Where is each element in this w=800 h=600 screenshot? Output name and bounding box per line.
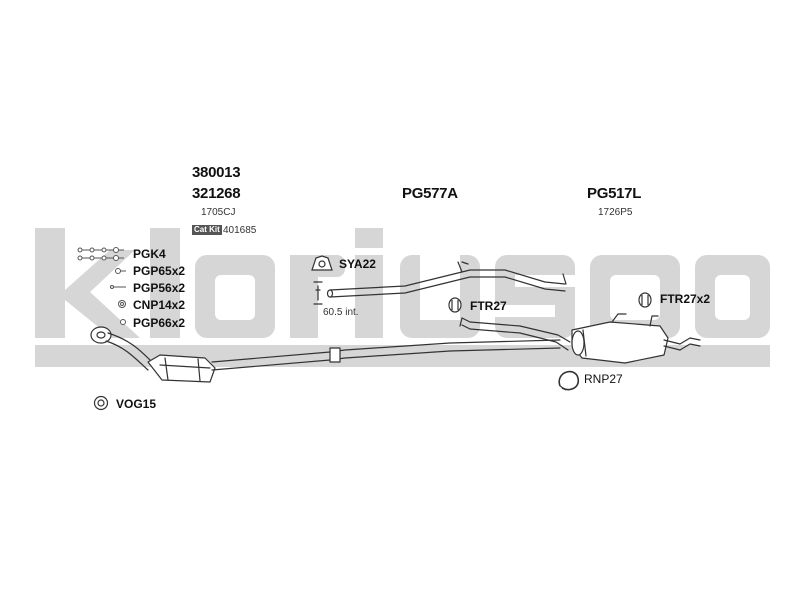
part-label-ftr27x2: FTR27x2 — [660, 292, 711, 306]
front-downpipe — [105, 332, 153, 371]
part-label-vog15: VOG15 — [116, 397, 157, 411]
header-code-1: 380013 — [192, 164, 241, 181]
rear-silencer-code: PG517L — [587, 185, 642, 202]
diameter-marker — [313, 281, 323, 305]
diameter-label: 60.5 int. — [323, 307, 359, 318]
header-code-3: 1705CJ — [201, 207, 236, 218]
intermediate-pipe — [211, 339, 561, 371]
pin-icon — [110, 285, 126, 289]
part-label-ftr27: FTR27 — [470, 299, 507, 313]
fitting-label-pgp65: PGP65x2 — [133, 264, 186, 278]
fitting-label-pgp56: PGP56x2 — [133, 281, 186, 295]
rubber-mount-icon — [448, 297, 462, 313]
bolt-icon — [115, 268, 126, 274]
center-pipe — [326, 261, 567, 298]
clamp-ring-icon — [558, 370, 580, 391]
small-bolt-icon — [120, 319, 126, 325]
rubber-mount-icon-2 — [638, 292, 652, 308]
bolt-kit-icon — [77, 247, 124, 261]
mounting-bracket-icon — [311, 255, 333, 271]
catkit-badge: Cat Kit — [192, 225, 222, 235]
catkit-code: 401685 — [223, 225, 257, 236]
gasket-ring-icon — [93, 395, 109, 411]
part-label-sya22: SYA22 — [339, 257, 376, 271]
fitting-label-cnp14: CNP14x2 — [133, 298, 186, 312]
center-pipe-code: PG577A — [402, 185, 458, 202]
watermark-counters — [215, 255, 750, 320]
fitting-label-pgk4: PGK4 — [133, 247, 166, 261]
catalytic-converter — [147, 354, 216, 383]
header-code-2: 321268 — [192, 185, 241, 202]
rear-silencer-subcode: 1726P5 — [598, 207, 633, 218]
part-label-rnp27: RNP27 — [584, 372, 623, 386]
manifold-flange — [90, 326, 112, 344]
nut-icon — [118, 300, 126, 308]
rear-silencer — [571, 313, 701, 364]
center-pipe-lower — [459, 317, 571, 351]
fitting-label-pgp66: PGP66x2 — [133, 316, 186, 330]
